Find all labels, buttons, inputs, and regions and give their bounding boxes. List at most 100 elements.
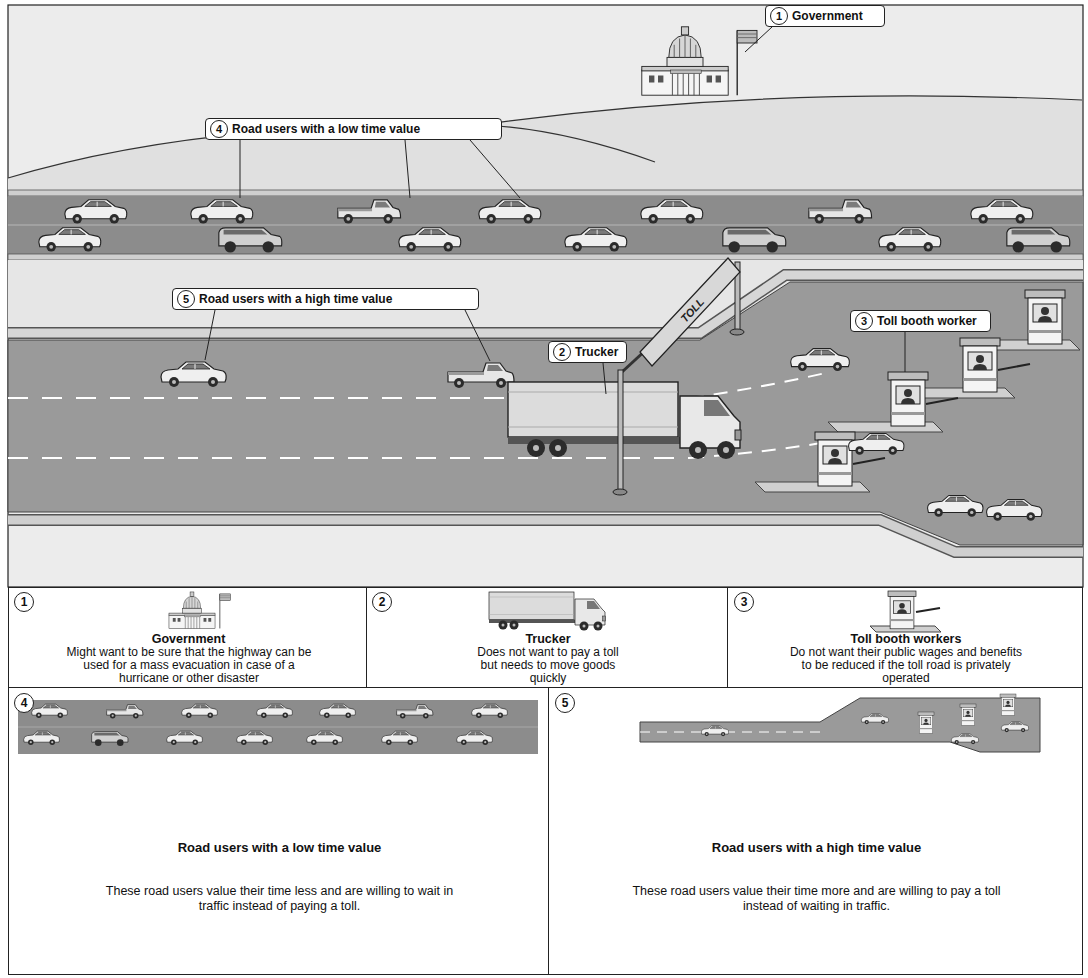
slow-traffic-cars xyxy=(65,200,127,224)
callout-number: 5 xyxy=(177,290,195,308)
slow-traffic-cars xyxy=(479,200,541,224)
callout-text: Trucker xyxy=(575,345,618,359)
toll-plaza xyxy=(1025,290,1065,344)
callout-text: Road users with a low time value xyxy=(232,122,420,136)
scene-ground xyxy=(8,5,1083,587)
panel-number: 5 xyxy=(555,693,575,713)
leader-lines xyxy=(405,140,410,198)
government-building xyxy=(642,27,757,95)
panel-icon-toll-plaza xyxy=(960,704,976,726)
leader-lines xyxy=(905,332,906,372)
panel-number: 2 xyxy=(372,592,392,612)
callout-text: Government xyxy=(792,9,863,23)
panel-body: Does not want to pay a toll but needs to… xyxy=(468,646,628,685)
callout-box: Road users with a high time value xyxy=(172,288,479,310)
panel-icon-toll-plaza xyxy=(861,714,888,725)
scene-ground xyxy=(8,5,1083,587)
callout-number: 3 xyxy=(855,312,873,330)
slow-traffic-cars xyxy=(641,200,703,224)
toll-plaza xyxy=(815,432,855,486)
toll-plaza xyxy=(888,372,928,426)
toll-plaza xyxy=(960,338,1000,392)
slow-traffic-cars xyxy=(399,228,461,252)
toll-plaza xyxy=(828,422,943,432)
toll-road-cars xyxy=(987,499,1042,520)
callout-number: 1 xyxy=(770,7,788,25)
stakeholder-panel: TruckerDoes not want to pay a toll but n… xyxy=(366,587,728,688)
stakeholder-panel: Toll booth workersDo not want their publ… xyxy=(727,587,1083,688)
toll-plaza xyxy=(926,398,958,404)
slow-traffic-cars xyxy=(39,228,101,252)
leader-lines xyxy=(465,310,490,361)
toll-road xyxy=(8,520,1083,552)
toll-plaza xyxy=(755,290,1080,492)
panel-icon-toll-plaza xyxy=(640,694,1040,752)
stakeholder-panel: Road users with a high time valueThese r… xyxy=(548,687,1083,975)
slow-traffic-cars xyxy=(879,228,941,252)
panel-icon-toll-plaza xyxy=(640,698,1040,752)
panel-icon-truck xyxy=(489,592,606,631)
truck xyxy=(508,382,741,459)
truck xyxy=(508,382,741,459)
panel-icon-slow-traffic xyxy=(107,705,143,719)
toll-plaza xyxy=(755,482,870,492)
slow-traffic-cars xyxy=(219,228,282,253)
upper-highway xyxy=(8,254,1083,260)
scene-ground xyxy=(480,96,1082,125)
leader-lines xyxy=(205,27,905,394)
panel-number: 4 xyxy=(14,693,34,713)
slow-traffic-cars xyxy=(191,200,253,224)
panel-icon-slow-traffic xyxy=(472,704,508,718)
panel-icon-toll-plaza xyxy=(701,726,728,737)
panel-icon-slow-traffic xyxy=(397,705,433,719)
toll-gantry xyxy=(640,258,740,366)
panel-number: 1 xyxy=(14,592,34,612)
panel-icon-slow-traffic xyxy=(182,704,218,718)
callout-number: 2 xyxy=(553,343,571,361)
toll-plaza xyxy=(998,364,1030,370)
panel-icon-slow-traffic xyxy=(307,731,343,745)
panel-body: Might want to be sure that the highway c… xyxy=(63,646,315,685)
toll-gantry xyxy=(613,258,744,495)
toll-road-cars xyxy=(161,349,1042,521)
panel-icon-toll-plaza xyxy=(951,734,978,745)
panel-icon-toll-plaza xyxy=(1000,694,1016,716)
toll-road xyxy=(8,275,1083,552)
panel-icon-government xyxy=(169,592,230,628)
scene-ground xyxy=(8,96,1082,195)
slow-traffic-cars xyxy=(565,228,627,252)
toll-gantry xyxy=(618,370,623,492)
panel-icon-slow-traffic xyxy=(457,731,493,745)
panel-icon-slow-traffic xyxy=(18,727,538,728)
leader-lines xyxy=(205,310,215,360)
panel-icon-slow-traffic xyxy=(257,704,293,718)
panel-icon-slow-traffic xyxy=(92,732,128,746)
panel-icon-slow-traffic xyxy=(18,700,538,754)
slow-traffic-cars xyxy=(1007,228,1070,253)
panel-heading: Road users with a low time value xyxy=(9,840,550,856)
panel-icon-slow-traffic xyxy=(32,704,68,718)
sign-text: TOLL xyxy=(678,295,706,324)
panel-icon-truck xyxy=(489,592,606,631)
leader-lines xyxy=(240,140,241,198)
toll-road xyxy=(8,282,1083,545)
toll-road-cars xyxy=(448,363,514,388)
panel-icon-toll-plaza xyxy=(1001,722,1028,733)
upper-highway xyxy=(8,190,1083,196)
leader-lines xyxy=(745,27,772,52)
panel-icon-toll-plaza xyxy=(918,712,934,734)
panel-icon-slow-traffic xyxy=(24,731,60,745)
panel-icon-toll-booth xyxy=(916,608,940,612)
panel-icon-slow-traffic xyxy=(382,731,418,745)
toll-gantry xyxy=(730,329,744,335)
panel-heading: Toll booth workers xyxy=(728,632,1084,646)
toll-road-cars xyxy=(928,495,983,516)
toll-road-cars xyxy=(161,362,226,387)
panel-icon-government xyxy=(169,592,230,628)
panel-icon-toll-booth xyxy=(870,591,941,632)
toll-gantry xyxy=(613,489,627,495)
government-building xyxy=(642,27,757,95)
panel-icon-slow-traffic xyxy=(18,700,538,754)
